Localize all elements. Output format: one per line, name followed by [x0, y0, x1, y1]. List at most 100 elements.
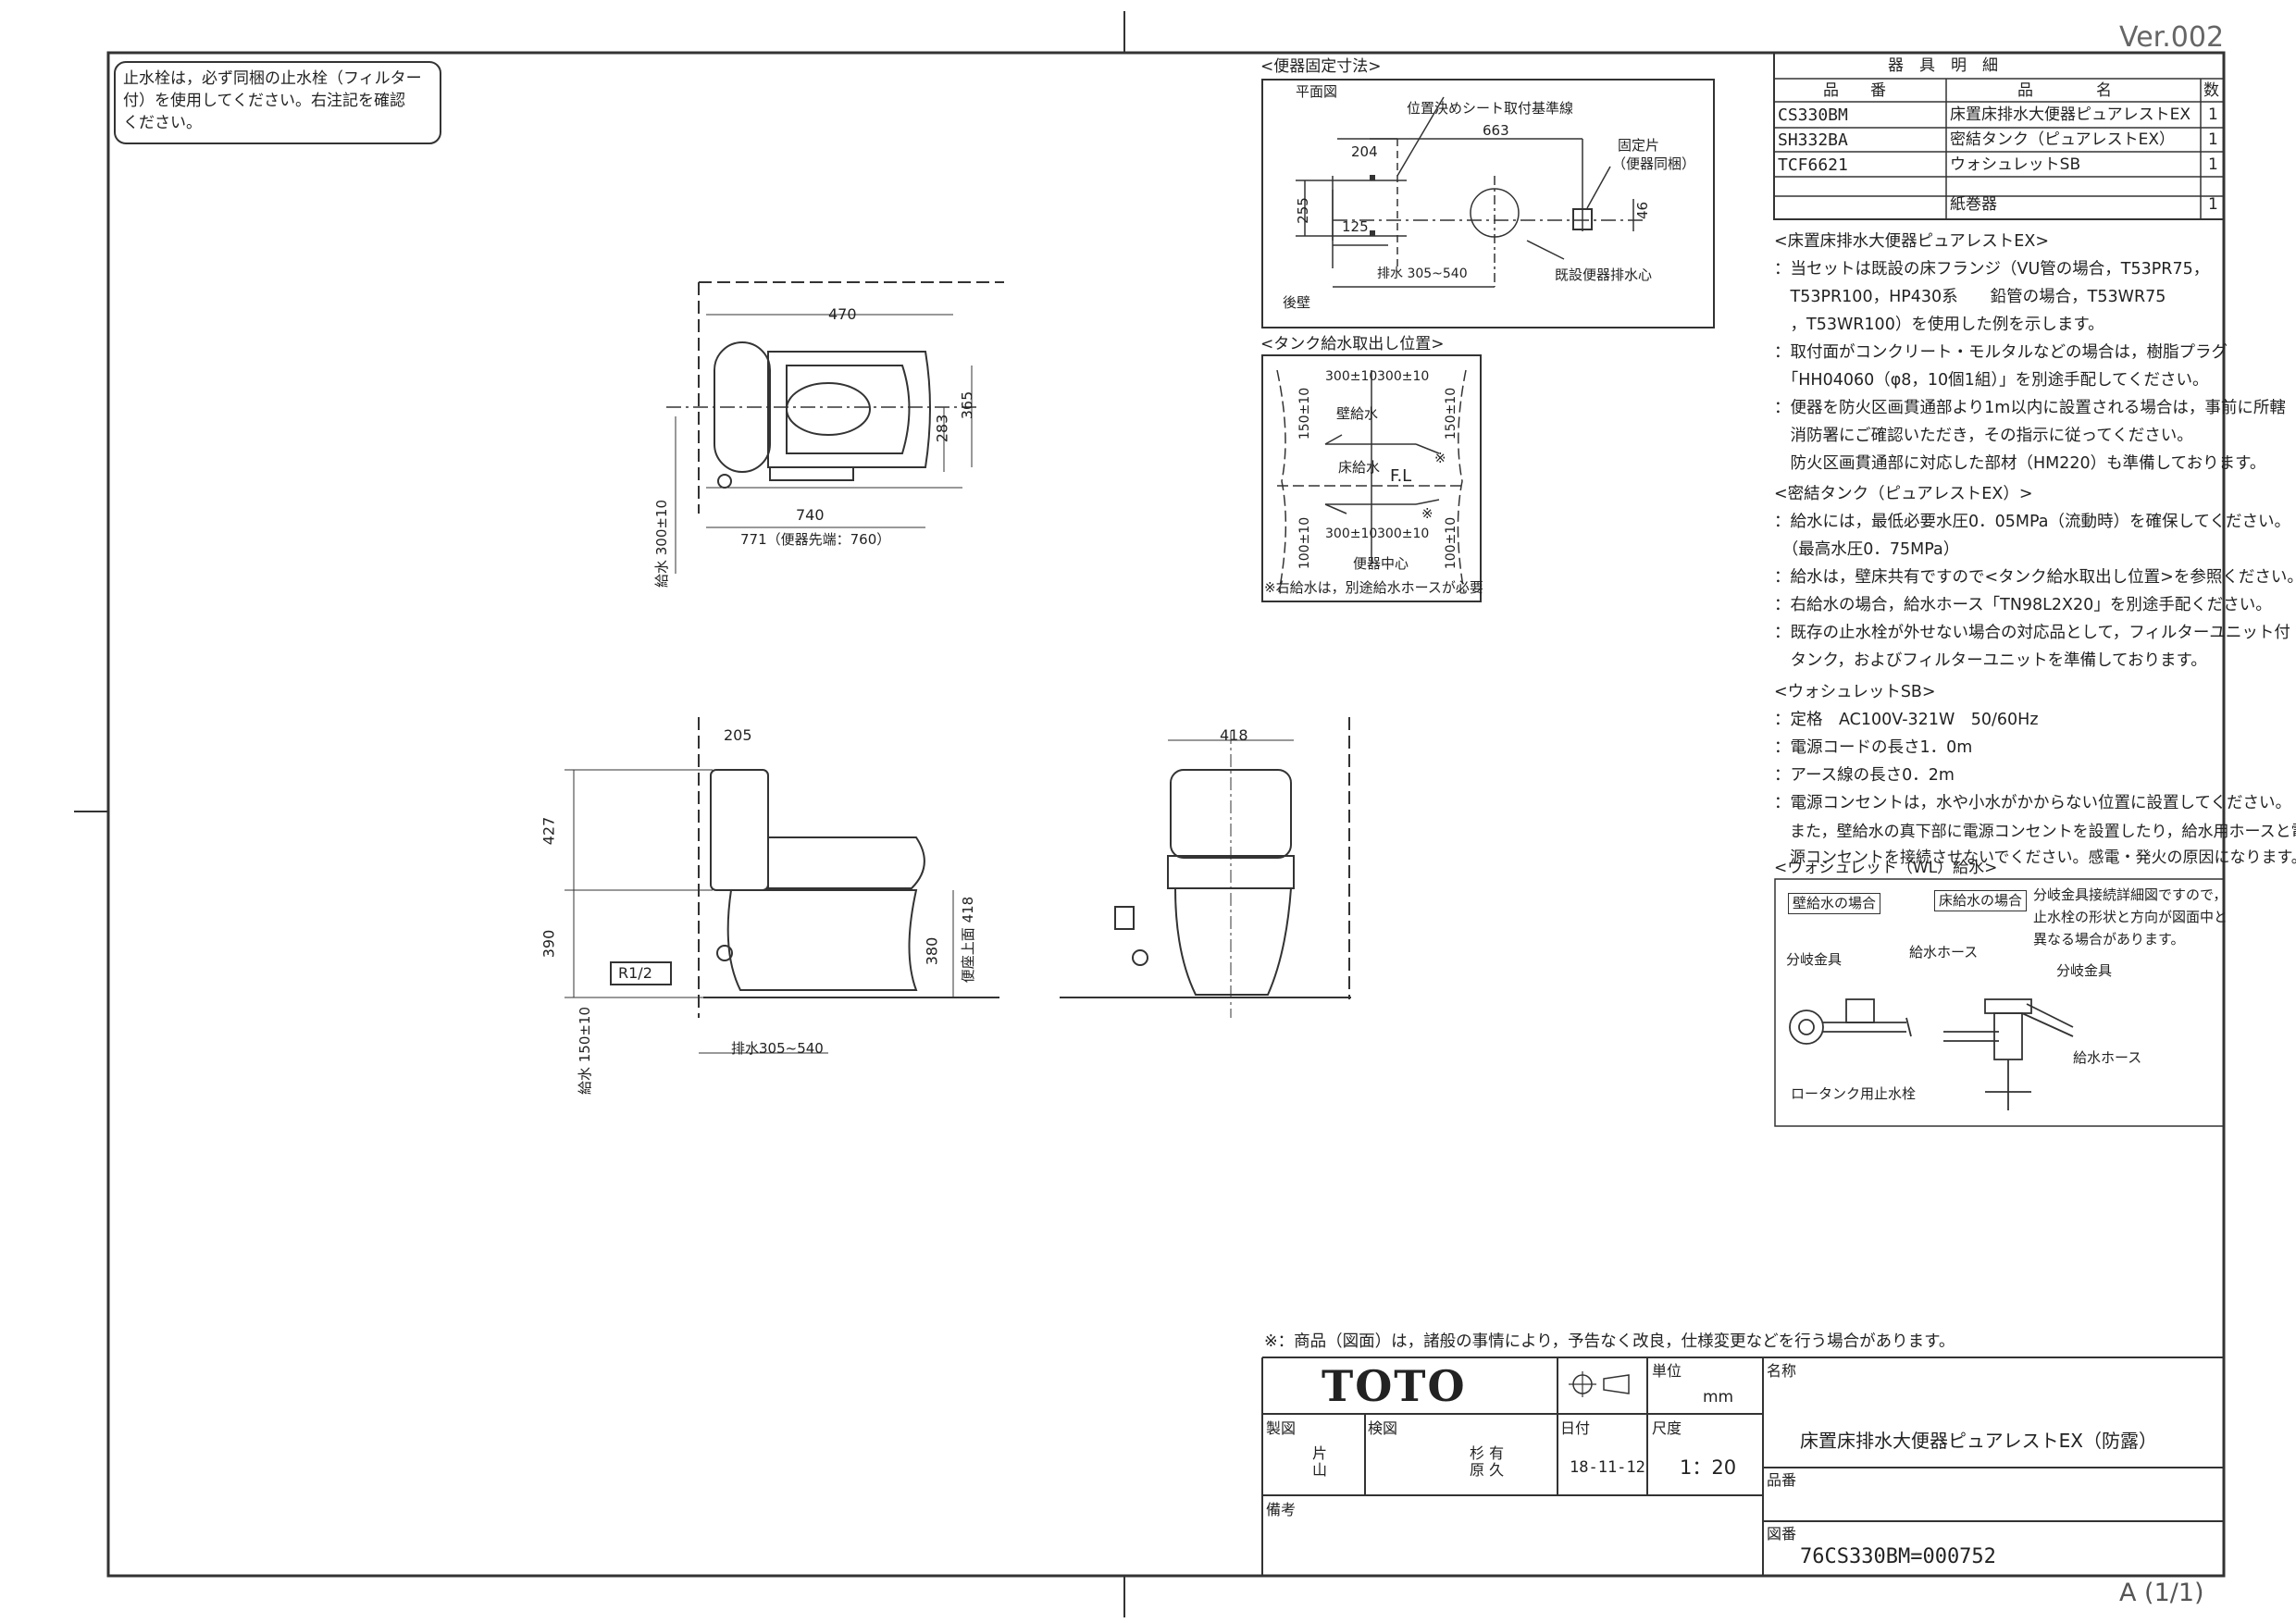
seat-line-label: 位置決めシート取付基準線	[1407, 100, 1574, 117]
top-note: 止水栓は，必ず同梱の止水栓（フィルター 付）を使用してください。右注記を確認 く…	[123, 68, 422, 134]
parts-table-lines	[1773, 52, 2225, 220]
parts-row-qty: 1	[2208, 155, 2218, 174]
made-by: 片 山	[1312, 1444, 1328, 1479]
wl-branch-label-2: 分岐金具	[2056, 962, 2113, 979]
remarks-label: 備考	[1266, 1501, 1297, 1518]
front-dim-418: 418	[1220, 726, 1248, 744]
wl-desc-line: 分岐金具接続詳細図ですので，	[2033, 886, 2228, 903]
wl-branch-label: 分岐金具	[1786, 951, 1843, 968]
v100-right: 100±10	[1444, 516, 1459, 570]
mark-asterisk-2: ※	[1421, 505, 1433, 522]
scale-value: 1：20	[1680, 1456, 1737, 1479]
tank-supply-drawing	[1276, 369, 1467, 593]
date-value: 18-11-12	[1570, 1458, 1645, 1477]
note-line: （最高水圧0．75MPa）	[1774, 540, 1960, 559]
tank-box	[1261, 354, 1482, 602]
fixing-label: 固定片	[1618, 137, 1660, 154]
wl-description: 分岐金具接続詳細図ですので， 止水栓の形状と方向が図面中と 異なる場合があります…	[2033, 884, 2228, 950]
drawing-no-value: 76CS330BM=000752	[1800, 1545, 1996, 1568]
sheet-number: A (1/1)	[2119, 1579, 2204, 1607]
side-dim-427: 427	[540, 816, 558, 846]
parts-row-code: SH332BA	[1778, 130, 1848, 150]
parts-row-name: 密結タンク（ピュアレストEX）	[1950, 130, 2176, 149]
dim-125: 125	[1342, 218, 1369, 235]
top-note-line: ください。	[123, 114, 202, 132]
plan-dim-365: 365	[958, 390, 976, 420]
note-line: 源コンセントを接続させないでください。感電・発火の原因になります。	[1774, 849, 2296, 867]
checked-by: 杉 有 原 久	[1470, 1444, 1505, 1479]
h300-bottom-right: 300±10	[1377, 527, 1430, 541]
v100-left: 100±10	[1297, 516, 1313, 570]
plan-dim-771: 771（便器先端：760）	[740, 531, 891, 548]
plan-dim-470: 470	[828, 305, 857, 323]
toto-logo: TOTO	[1322, 1361, 1467, 1411]
note-line: <ウォシュレットSB>	[1774, 683, 1936, 701]
wl-desc-line: 異なる場合があります。	[2033, 931, 2185, 948]
parts-row-name: 紙巻器	[1950, 195, 1997, 214]
wl-hose-label-2: 給水ホース	[2073, 1049, 2142, 1066]
parts-header-name: 品 名	[2017, 81, 2112, 100]
part-no-label: 品番	[1767, 1471, 1797, 1489]
check-label: 検図	[1368, 1419, 1398, 1437]
h300-top-left: 300±10	[1325, 369, 1378, 384]
sheet-border	[106, 51, 2226, 1578]
side-dim-390: 390	[540, 929, 558, 959]
drawing-no-label: 図番	[1767, 1525, 1797, 1542]
plan-supply-dim: 給水 300±10	[653, 499, 671, 588]
note-line: ，T53WR100）を使用した例を示します。	[1774, 316, 2104, 334]
tank-section-title: <タンク給水取出し位置>	[1260, 335, 1445, 353]
unit-value: mm	[1703, 1388, 1734, 1406]
dim-204: 204	[1351, 143, 1378, 160]
front-view-drawing	[1060, 717, 1351, 1018]
scale-label: 尺度	[1652, 1419, 1682, 1437]
side-supply-dim: 給水 150±10	[577, 1006, 594, 1096]
drain-dim: 排水 305~540	[1377, 266, 1468, 281]
rear-wall-label: 後壁	[1283, 294, 1311, 311]
drain-center-label: 既設便器排水心	[1555, 266, 1653, 283]
note-line: ：アース線の長さ0．2m	[1774, 766, 1955, 785]
parts-row-qty: 1	[2208, 195, 2218, 214]
note-line: <密結タンク（ピュアレストEX）>	[1774, 485, 2033, 503]
note-line: ：当セットは既設の床フランジ（VU管の場合，T53PR75，	[1774, 260, 2210, 279]
v150-right: 150±10	[1444, 387, 1459, 440]
top-note-line: 付）を使用してください。右注記を確認	[123, 92, 405, 110]
note-line: ：取付面がコンクリート・モルタルなどの場合は，樹脂プラグ	[1774, 343, 2228, 362]
dim-46: 46	[1634, 201, 1652, 220]
seat-height-dim: 便座上面 418	[960, 896, 977, 984]
name-label: 名称	[1767, 1362, 1797, 1380]
note-line: ：定格 AC100V-321W 50/60Hz	[1774, 711, 2039, 729]
wl-desc-line: 止水栓の形状と方向が図面中と	[2033, 909, 2228, 925]
note-box	[114, 61, 441, 144]
note-line: タンク，およびフィルターユニットを準備しております。	[1774, 651, 2207, 670]
wl-wall-label: 壁給水の場合	[1788, 893, 1881, 914]
fixing-plan-drawing	[1296, 96, 1647, 288]
h300-bottom-left: 300±10	[1325, 527, 1378, 541]
made-label: 製図	[1266, 1419, 1297, 1437]
disclaimer: ※：商品（図面）は，諸般の事情により，予告なく改良，仕様変更などを行う場合があり…	[1264, 1332, 1955, 1351]
version-label: Ver.002	[2119, 21, 2225, 54]
tank-note: ※右給水は，別途給水ホースが必要	[1264, 579, 1483, 596]
h300-top-right: 300±10	[1377, 369, 1430, 384]
note-line: ：既存の止水栓が外せない場合の対応品として，フィルターユニット付	[1774, 624, 2290, 642]
plan-label: 平面図	[1296, 83, 1338, 100]
dim-255: 255	[1294, 197, 1311, 224]
v150-left: 150±10	[1297, 387, 1313, 440]
wl-section-title: <ウォシュレット（WL）給水>	[1774, 859, 1998, 877]
fl-label: F.L	[1390, 466, 1412, 486]
note-line: 「HH04060（φ8，10個1組）」を別途手配してください。	[1774, 371, 2209, 390]
side-view-drawing	[565, 717, 999, 1054]
top-note-line: 止水栓は，必ず同梱の止水栓（フィルター	[123, 69, 422, 88]
floor-supply-label: 床給水	[1338, 459, 1381, 476]
parts-row-qty: 1	[2208, 105, 2218, 124]
fixing-marks	[1370, 175, 1593, 236]
mark-asterisk: ※	[1434, 450, 1446, 466]
parts-row-name: ウォシュレットSB	[1950, 155, 2081, 174]
parts-row-qty: 1	[2208, 130, 2218, 149]
wall-supply-label: 壁給水	[1336, 405, 1379, 422]
wl-hose-label: 給水ホース	[1909, 944, 1979, 960]
title-block-lines	[1261, 1357, 2224, 1576]
toilet-center-label: 便器中心	[1353, 555, 1409, 572]
dim-663: 663	[1483, 122, 1509, 139]
wl-diagram-drawing	[1774, 878, 2225, 1127]
note-line: また，壁給水の真下部に電源コンセントを設置したり，給水用ホースと電	[1774, 823, 2296, 841]
